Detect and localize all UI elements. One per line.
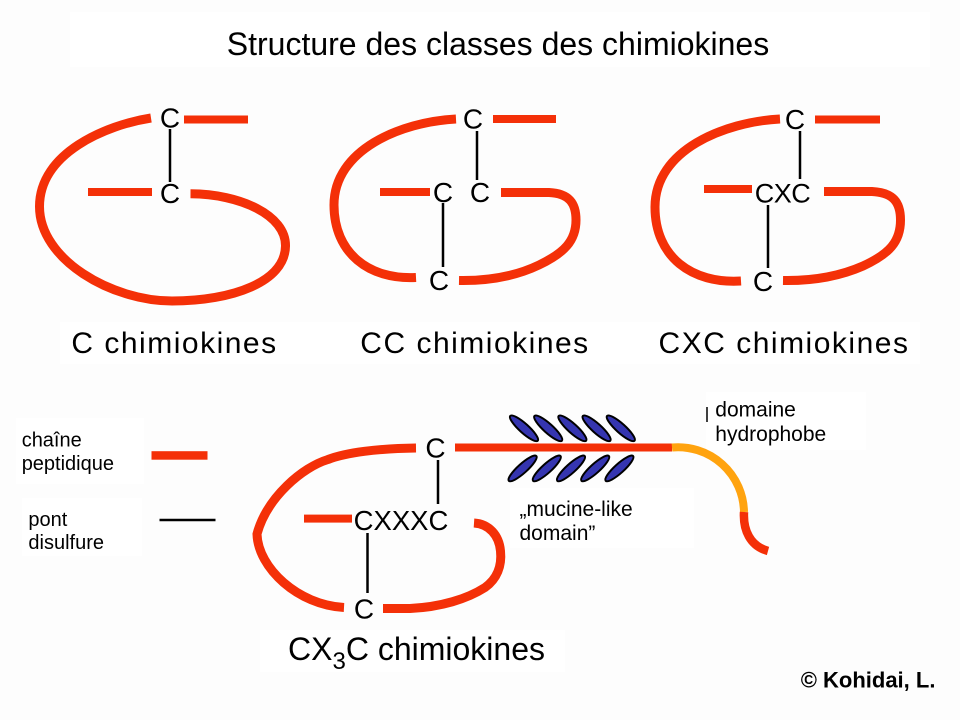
- svg-text:CXC chimiokines: CXC chimiokines: [659, 327, 910, 360]
- svg-text:C chimiokines: C chimiokines: [71, 327, 277, 360]
- svg-text:C: C: [785, 104, 805, 135]
- svg-text:CXC: CXC: [755, 179, 811, 209]
- svg-text:C: C: [425, 433, 445, 464]
- svg-text:C: C: [354, 594, 374, 625]
- svg-text:Structure des classes des chim: Structure des classes des chimiokines: [227, 26, 769, 62]
- svg-text:chaîne: chaîne: [22, 429, 82, 451]
- svg-text:hydrophobe: hydrophobe: [715, 423, 826, 446]
- svg-text:pont: pont: [28, 509, 67, 531]
- svg-text:domain”: domain”: [520, 522, 596, 545]
- svg-text:CC chimiokines: CC chimiokines: [360, 327, 589, 360]
- svg-text:„mucine-like: „mucine-like: [520, 498, 633, 521]
- svg-text:C: C: [160, 103, 180, 134]
- svg-text:C: C: [433, 177, 453, 208]
- svg-text:C: C: [753, 266, 773, 297]
- svg-text:© Kohidai, L.: © Kohidai, L.: [801, 668, 936, 693]
- svg-text:C: C: [160, 178, 180, 209]
- svg-text:disulfure: disulfure: [28, 532, 104, 554]
- svg-text:CXXXC: CXXXC: [354, 505, 449, 536]
- svg-text:peptidique: peptidique: [22, 453, 114, 475]
- svg-text:C: C: [470, 177, 490, 208]
- svg-text:domaine: domaine: [715, 399, 796, 422]
- svg-text:C: C: [429, 265, 449, 296]
- svg-text:C: C: [463, 104, 483, 135]
